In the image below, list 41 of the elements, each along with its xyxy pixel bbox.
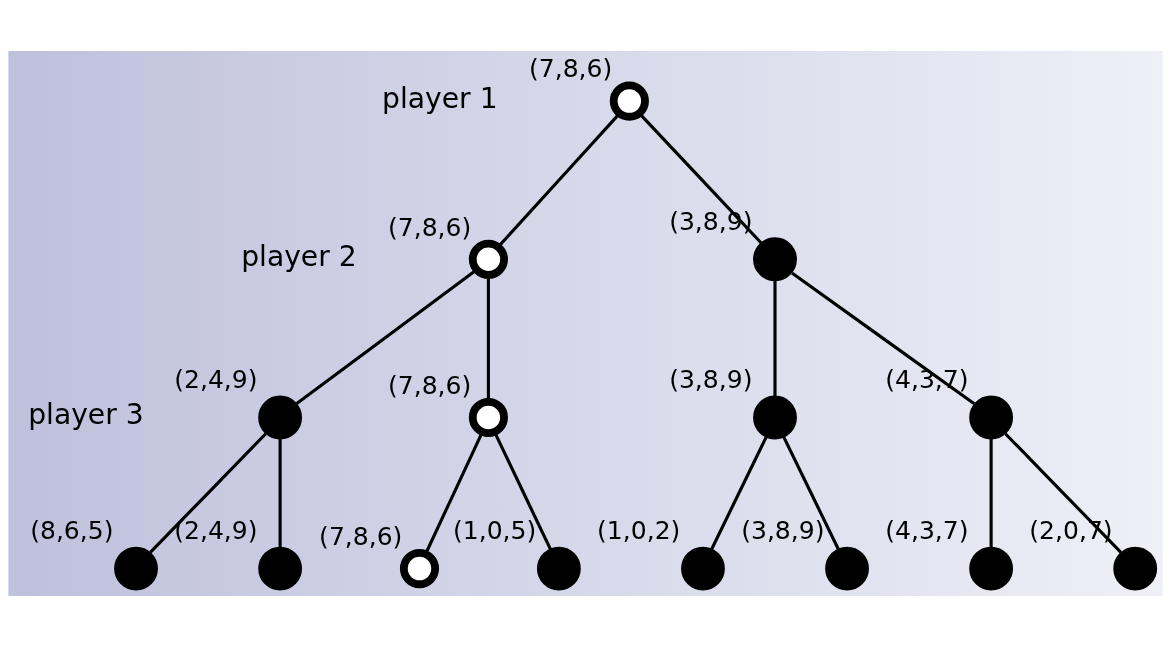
node-dot <box>753 395 797 439</box>
node-dot <box>536 546 581 591</box>
node-dot <box>114 546 158 591</box>
node-label: (7,8,6) <box>528 53 613 83</box>
node-dot <box>1113 546 1158 591</box>
connector <box>149 432 267 553</box>
node-dot <box>969 395 1014 439</box>
node-label: (1,0,2) <box>597 515 681 545</box>
node-label: (8,6,5) <box>30 515 114 545</box>
connector <box>710 436 768 550</box>
node-ring <box>468 239 508 279</box>
connector <box>782 436 840 550</box>
connector <box>493 431 552 550</box>
node-ring <box>399 548 440 588</box>
node-label: (3,8,9) <box>741 515 825 545</box>
connector <box>497 112 621 248</box>
node-label: (7,8,6) <box>388 370 472 400</box>
node-label: (2,4,9) <box>174 515 258 545</box>
node-label: (2,4,9) <box>174 364 258 394</box>
node-ring <box>609 81 649 121</box>
node-dot <box>258 546 303 591</box>
node-label: (1,0,5) <box>453 515 537 545</box>
node-label: (4,3,7) <box>885 515 969 545</box>
connector <box>278 438 282 547</box>
node-dot <box>681 546 725 591</box>
node-label: (7,8,6) <box>388 211 472 241</box>
connector <box>989 438 993 547</box>
node-label: player 1 <box>382 81 498 115</box>
node-dot <box>753 236 797 281</box>
node-dot <box>258 395 303 439</box>
connector <box>773 280 777 396</box>
connector <box>791 271 976 405</box>
node-dot <box>969 546 1014 591</box>
node-label: (3,8,9) <box>669 364 753 394</box>
connector <box>295 267 478 405</box>
node-label: player 3 <box>28 397 144 431</box>
node-ring <box>468 397 508 437</box>
node-label: (7,8,6) <box>319 521 403 551</box>
node-label: player 2 <box>241 239 357 273</box>
node-dot <box>825 546 869 591</box>
connector <box>424 431 484 554</box>
